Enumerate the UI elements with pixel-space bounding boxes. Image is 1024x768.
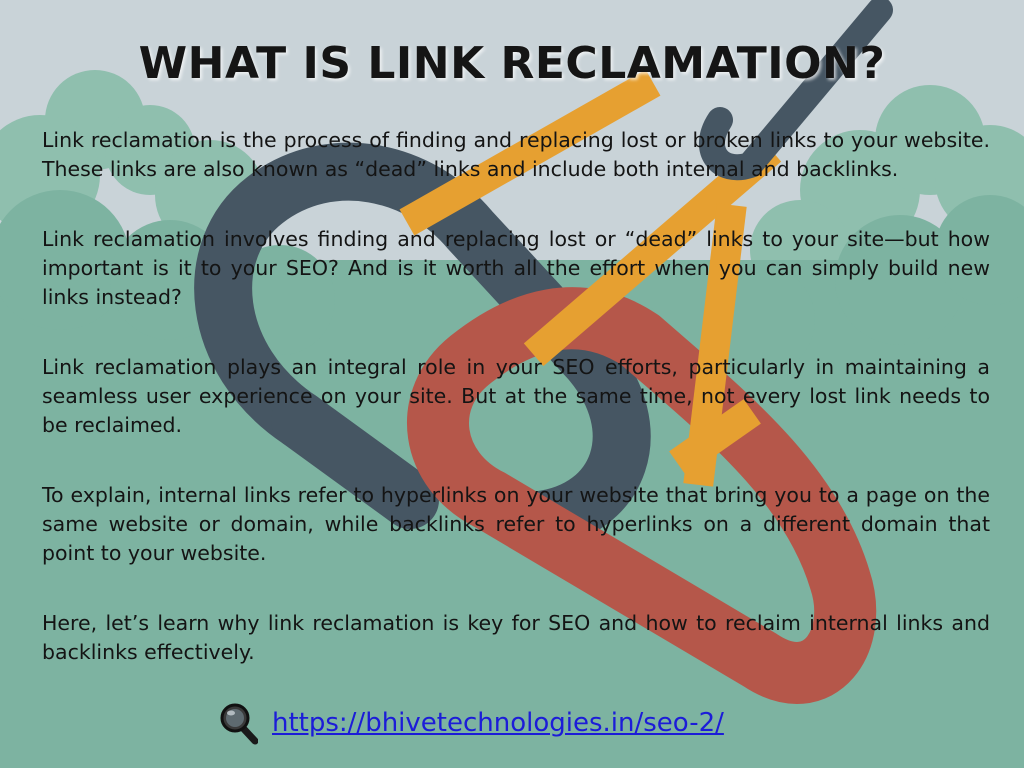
paragraph: Link reclamation plays an integral role … <box>42 355 990 437</box>
footer-link-row: https://bhivetechnologies.in/seo-2/ <box>218 700 724 746</box>
paragraph: Link reclamation is the process of findi… <box>42 128 990 181</box>
paragraph: To explain, internal links refer to hype… <box>42 483 990 565</box>
magnifier-icon <box>220 703 258 745</box>
paragraph: Here, let’s learn why link reclamation i… <box>42 611 990 664</box>
body-text: Link reclamation is the process of findi… <box>42 126 990 667</box>
chain-dark-hook <box>699 0 893 181</box>
chain-orange-link <box>399 69 782 487</box>
paragraph: Link reclamation involves finding and re… <box>42 227 990 309</box>
chain-dark-link <box>194 142 651 549</box>
website-link[interactable]: https://bhivetechnologies.in/seo-2/ <box>272 708 724 738</box>
slide-title: WHAT IS LINK RECLAMATION? <box>138 38 886 89</box>
